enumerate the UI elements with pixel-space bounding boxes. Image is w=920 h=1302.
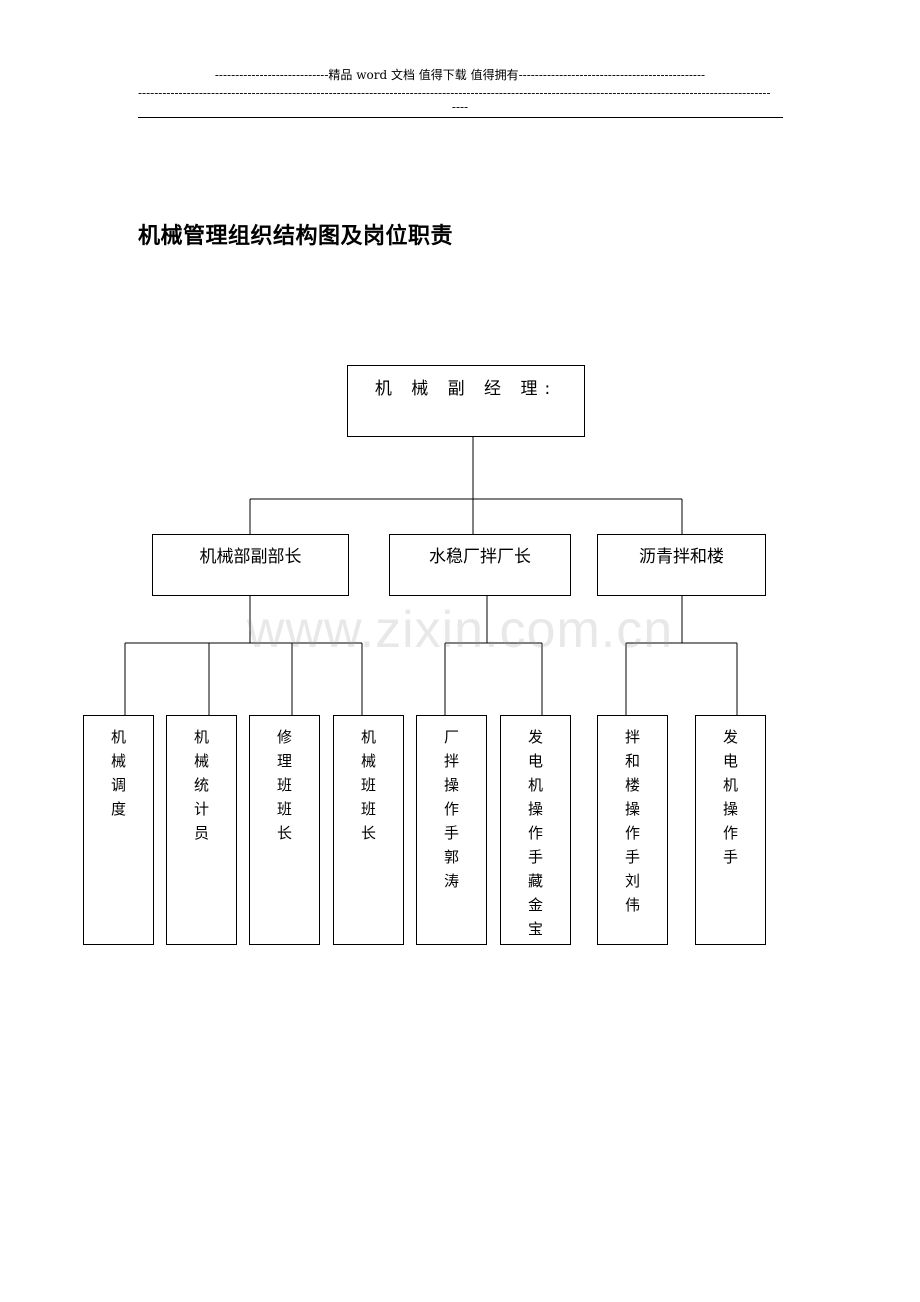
org-leaf-repair-leader: 修理班班长 [249,715,320,945]
org-leaf-mixing-operator: 拌和楼操作手刘伟 [597,715,668,945]
org-leaf-generator-operator-2: 发电机操作手 [695,715,766,945]
org-leaf-label: 机械调度 [110,728,126,818]
org-box-machinery-deputy-head: 机械部副部长 [152,534,349,596]
org-leaf-label: 修理班班长 [276,728,292,842]
org-leaf-dispatcher: 机械调度 [83,715,154,945]
document-title: 机械管理组织结构图及岗位职责 [138,224,454,249]
header-line-1: ----------------------------精品 word 文档 值… [214,68,706,82]
org-leaf-label: 拌和楼操作手刘伟 [624,728,640,914]
header-line-3: ---- [451,100,469,114]
org-leaf-label: 发电机操作手 [722,728,738,866]
org-leaf-generator-operator-1: 发电机操作手藏金宝 [500,715,571,945]
org-leaf-plant-operator: 厂拌操作手郭涛 [416,715,487,945]
org-leaf-machinery-leader: 机械班班长 [333,715,404,945]
org-leaf-label: 机械统计员 [193,728,209,842]
org-leaf-statistician: 机械统计员 [166,715,237,945]
org-leaf-label: 发电机操作手藏金宝 [527,728,543,938]
org-box-vice-manager: 机 械 副 经 理: [347,365,585,437]
org-leaf-label: 机械班班长 [360,728,376,842]
header-rule [138,117,783,118]
header-line-2: ----------------------------------------… [138,86,771,100]
org-leaf-label: 厂拌操作手郭涛 [443,728,459,890]
org-box-stabilized-plant-head: 水稳厂拌厂长 [389,534,571,596]
watermark: www.zixin.com.cn [246,601,674,659]
org-box-asphalt-plant: 沥青拌和楼 [597,534,766,596]
